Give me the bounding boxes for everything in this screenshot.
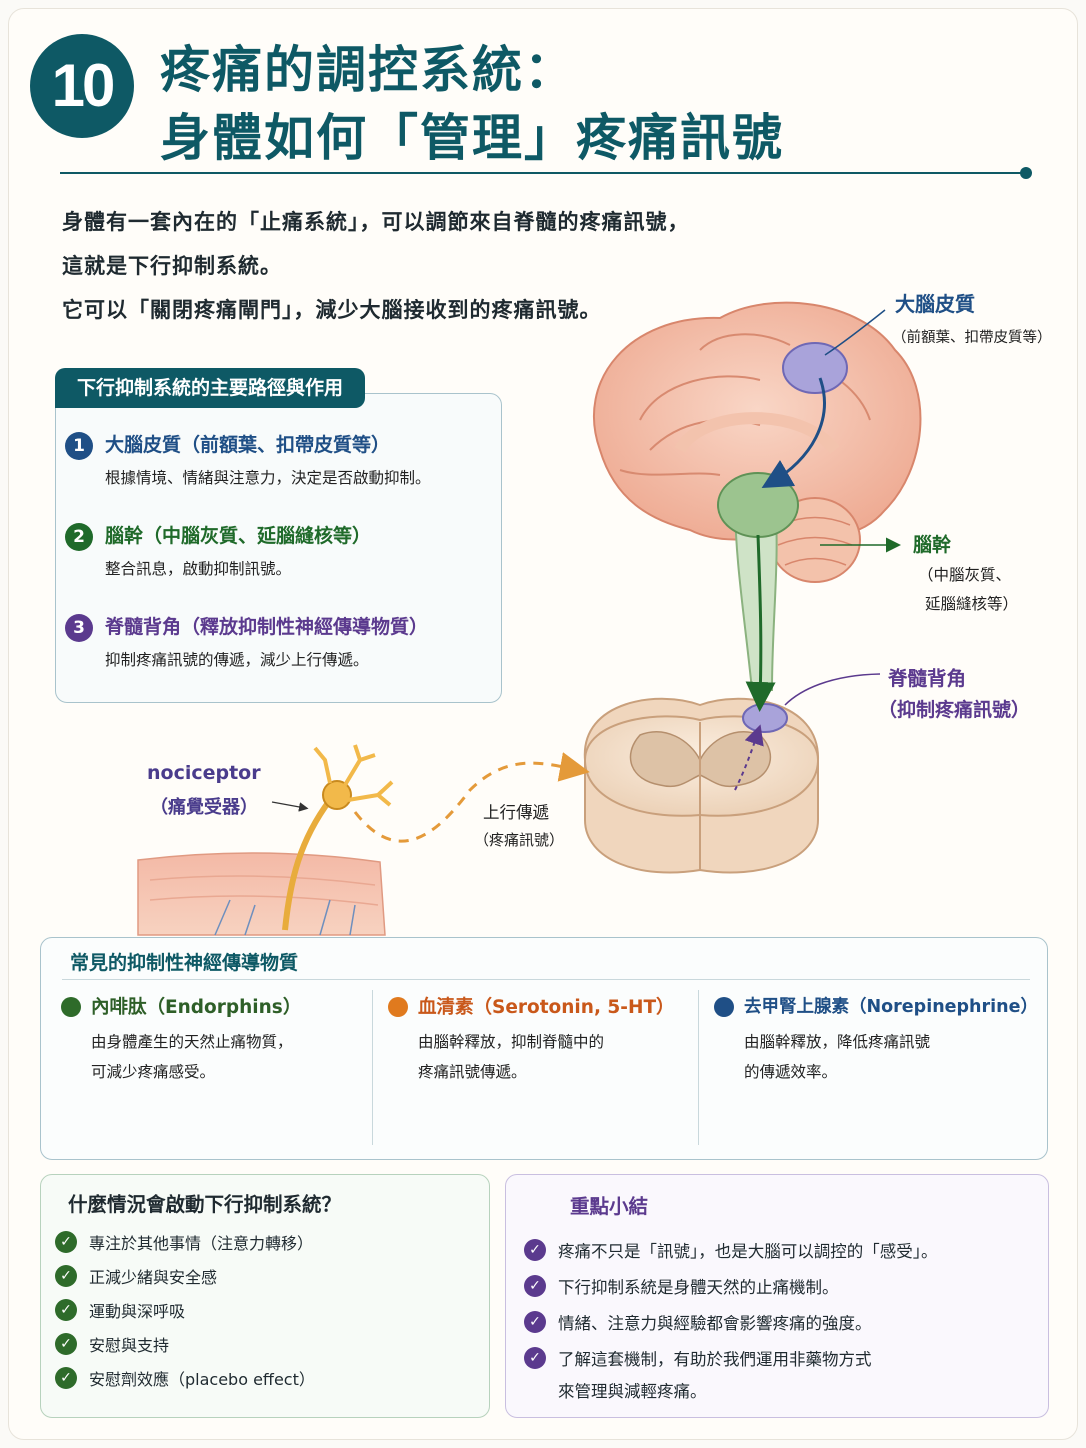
brain-drawing <box>593 301 922 691</box>
label-cortex: 大腦皮質 <box>895 292 975 316</box>
pathway-item-heading: 脊髓背角（釋放抑制性神經傳導物質） <box>105 616 429 638</box>
nt-desc-line: 可減少疼痛感受。 <box>91 1063 216 1081</box>
label-dorsal-horn: 脊髓背角 <box>888 667 967 690</box>
section-number-badge: 10 <box>30 34 134 138</box>
orange-dot-icon <box>388 997 408 1017</box>
step-number-badge: 2 <box>65 523 93 551</box>
label-nociceptor: nociceptor <box>147 762 261 784</box>
header-divider <box>60 172 1024 174</box>
nt-desc-line: 由腦幹釋放，降低疼痛訊號 <box>744 1033 931 1051</box>
nt-desc: 由腦幹釋放，抑制脊髓中的 疼痛訊號傳遞。 <box>418 1027 604 1087</box>
summary-text: 了解這套機制，有助於我們運用非藥物方式 <box>558 1350 872 1369</box>
label-ascending-sub: （疼痛訊號） <box>474 831 565 849</box>
skin-drawing <box>137 852 386 936</box>
check-icon: ✓ <box>55 1367 77 1389</box>
label-brainstem-sub2: 延腦縫核等） <box>925 595 1019 613</box>
nt-desc-line: 由腦幹釋放，抑制脊髓中的 <box>418 1033 605 1051</box>
label-cortex-sub: （前額葉、扣帶皮質等） <box>892 330 1052 346</box>
pathway-panel-title: 下行抑制系統的主要路徑與作用 <box>55 368 366 408</box>
green-dot-icon <box>61 997 81 1017</box>
summary-text-cont: 來管理與減輕疼痛。 <box>558 1382 707 1401</box>
check-icon: ✓ <box>524 1239 546 1261</box>
label-ascending: 上行傳遞 <box>483 803 549 822</box>
trigger-text: 正減少緒與安全感 <box>89 1268 218 1287</box>
trigger-text: 專注於其他事情（注意力轉移） <box>89 1234 314 1253</box>
nt-desc: 由腦幹釋放，降低疼痛訊號 的傳遞效率。 <box>744 1027 930 1087</box>
nt-desc-line: 疼痛訊號傳遞。 <box>418 1063 527 1081</box>
trigger-text: 安慰劑效應（placebo effect） <box>89 1370 315 1389</box>
check-icon: ✓ <box>524 1311 546 1333</box>
page-title-line2: 身體如何「管理」疼痛訊號 <box>160 109 784 167</box>
brainstem-highlight <box>717 472 799 538</box>
check-icon: ✓ <box>55 1299 77 1321</box>
trigger-text: 運動與深呼吸 <box>89 1302 186 1321</box>
check-icon: ✓ <box>524 1275 546 1297</box>
neurotransmitter-panel-title: 常見的抑制性神經傳導物質 <box>70 952 299 974</box>
nt-desc-line: 由身體產生的天然止痛物質， <box>91 1033 293 1051</box>
blue-dot-icon <box>714 997 734 1017</box>
pathway-item-desc: 整合訊息，啟動抑制訊號。 <box>105 560 292 578</box>
summary-text: 下行抑制系統是身體天然的止痛機制。 <box>558 1278 839 1297</box>
check-icon: ✓ <box>524 1347 546 1369</box>
intro-line: 這就是下行抑制系統。 <box>62 254 282 278</box>
summary-title: 重點小結 <box>570 1195 649 1218</box>
label-dorsal-horn-sub: （抑制疼痛訊號） <box>878 699 1031 721</box>
intro-line: 它可以「關閉疼痛閘門」，減少大腦接收到的疼痛訊號。 <box>62 298 602 322</box>
dorsal-horn-highlight <box>742 703 788 733</box>
header-divider-dot <box>1020 167 1032 179</box>
step-number-badge: 3 <box>65 614 93 642</box>
nt-heading: 血清素（Serotonin, 5-HT） <box>418 997 675 1018</box>
label-brainstem-sub1: （中腦灰質、 <box>918 566 1012 584</box>
trigger-text: 安慰與支持 <box>89 1336 170 1355</box>
nt-desc: 由身體產生的天然止痛物質， 可減少疼痛感受。 <box>91 1027 293 1087</box>
column-divider <box>698 990 699 1145</box>
neurotransmitter-divider <box>62 979 1030 980</box>
pathway-panel <box>55 393 502 703</box>
neurotransmitter-panel <box>40 937 1048 1160</box>
pathway-item-desc: 抑制疼痛訊號的傳遞，減少上行傳遞。 <box>105 651 369 669</box>
nociceptor-neuron <box>282 744 394 931</box>
nt-heading: 內啡肽（Endorphins） <box>91 997 302 1018</box>
pathway-item-desc: 根據情境、情緒與注意力，決定是否啟動抑制。 <box>105 469 431 487</box>
summary-panel <box>505 1174 1049 1418</box>
check-icon: ✓ <box>55 1231 77 1253</box>
nt-desc-line: 的傳遞效率。 <box>744 1063 838 1081</box>
cortex-highlight <box>782 342 848 394</box>
triggers-panel <box>40 1174 490 1418</box>
summary-text: 情緒、注意力與經驗都會影響疼痛的強度。 <box>558 1314 872 1333</box>
step-number-badge: 1 <box>65 432 93 460</box>
page-title-line1: 疼痛的調控系統： <box>160 41 576 99</box>
pathway-item-heading: 大腦皮質（前額葉、扣帶皮質等） <box>105 434 391 456</box>
pathway-item-heading: 腦幹（中腦灰質、延腦縫核等） <box>105 525 372 547</box>
spinal-cord-drawing <box>583 697 820 874</box>
label-brainstem: 腦幹 <box>913 534 952 556</box>
check-icon: ✓ <box>55 1265 77 1287</box>
check-icon: ✓ <box>55 1333 77 1355</box>
summary-text: 疼痛不只是「訊號」，也是大腦可以調控的「感受」。 <box>558 1242 938 1261</box>
intro-paragraph: 身體有一套內在的「止痛系統」，可以調節來自脊髓的疼痛訊號， 這就是下行抑制系統。… <box>62 200 690 332</box>
label-nociceptor-sub: （痛覺受器） <box>150 797 258 818</box>
nt-heading: 去甲腎上腺素（Norepinephrine） <box>744 997 1038 1017</box>
intro-line: 身體有一套內在的「止痛系統」，可以調節來自脊髓的疼痛訊號， <box>62 210 690 234</box>
column-divider <box>372 990 373 1145</box>
triggers-title: 什麼情況會啟動下行抑制系統？ <box>68 1193 342 1216</box>
